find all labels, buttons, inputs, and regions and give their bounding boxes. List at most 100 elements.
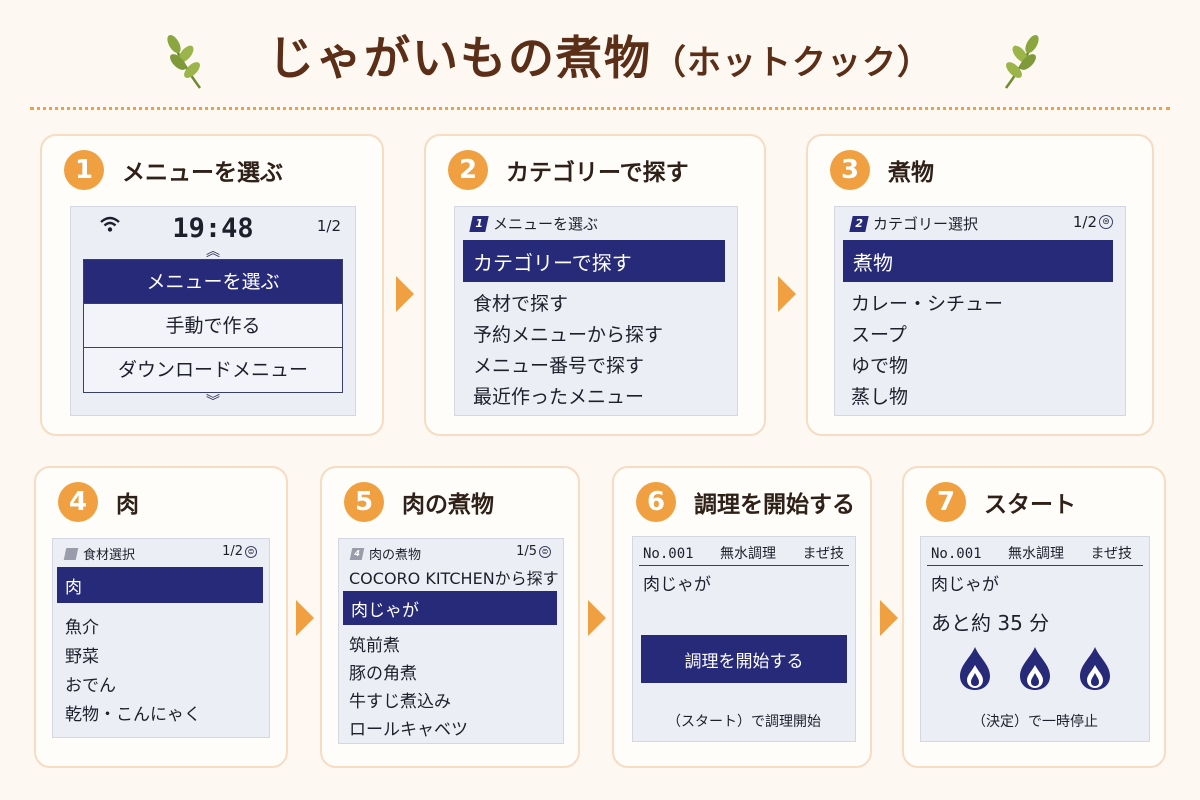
- step-card-6: 6 調理を開始する No.001 無水調理 まぜ技 肉じゃが 調理を開始する （…: [612, 466, 872, 768]
- page-title: じゃがいもの煮物（ホットクック）: [268, 18, 932, 103]
- breadcrumb: 食材選択: [63, 544, 136, 563]
- list-item[interactable]: 牛すじ煮込み: [349, 692, 451, 712]
- recipe-info: No.001 無水調理 まぜ技: [643, 543, 844, 563]
- next-arrow-icon: [396, 276, 414, 312]
- menu-item-select-menu[interactable]: メニューを選ぶ: [84, 260, 342, 304]
- step-title: 煮物: [888, 160, 934, 186]
- step-title: メニューを選ぶ: [122, 160, 283, 186]
- list-item[interactable]: 乾物・こんにゃく: [65, 705, 201, 725]
- breadcrumb: 2 カテゴリー選択: [849, 213, 979, 234]
- step-card-4: 4 肉 食材選択 1/2 ⊜ 肉 魚介 野菜 おでん 乾物・こんにゃく: [34, 466, 288, 768]
- header: じゃがいもの煮物（ホットクック）: [0, 18, 1200, 98]
- list-item[interactable]: ロールキャベツ: [349, 720, 468, 740]
- stir-mode: まぜ技: [1090, 546, 1133, 562]
- list-item[interactable]: ゆで物: [851, 355, 909, 377]
- step-number: 5: [344, 482, 384, 522]
- step-number: 6: [636, 482, 676, 522]
- menu-item-manual[interactable]: 手動で作る: [84, 304, 342, 348]
- step-number: 2: [448, 150, 488, 190]
- header-divider: [30, 107, 1170, 110]
- page-indicator: 1/2 ⊜: [1073, 213, 1113, 231]
- recipe-number: No.001: [931, 546, 982, 562]
- list-item[interactable]: 豚の角煮: [349, 664, 417, 684]
- step-card-3: 3 煮物 2 カテゴリー選択 1/2 ⊜ 煮物 カレー・シチュー スープ ゆで物…: [806, 134, 1154, 436]
- step-tag: 1: [469, 215, 489, 232]
- page-indicator: 1/5 ⊜: [516, 544, 551, 559]
- start-cooking-button[interactable]: 調理を開始する: [641, 635, 847, 683]
- step-title: カテゴリーで探す: [506, 160, 689, 186]
- wifi-icon: [100, 216, 120, 232]
- list-item[interactable]: 魚介: [65, 618, 99, 638]
- device-screen: No.001 無水調理 まぜ技 肉じゃが あと約 35 分 （決定: [920, 536, 1150, 742]
- list-item[interactable]: 筑前煮: [349, 636, 400, 656]
- device-screen: 2 カテゴリー選択 1/2 ⊜ 煮物 カレー・シチュー スープ ゆで物 蒸し物: [834, 206, 1126, 416]
- page-scroll-icon: ⊜: [1099, 215, 1113, 229]
- step-tag: 4: [349, 547, 365, 560]
- list-item[interactable]: 予約メニューから探す: [473, 324, 664, 346]
- stir-mode: まぜ技: [802, 546, 845, 562]
- step-title: スタート: [984, 492, 1076, 518]
- step-title: 肉: [116, 492, 139, 518]
- remaining-time: あと約 35 分: [931, 611, 1050, 635]
- list-item[interactable]: 蒸し物: [851, 386, 909, 408]
- step-card-7: 7 スタート No.001 無水調理 まぜ技 肉じゃが あと約 35 分: [902, 466, 1166, 768]
- list-item[interactable]: 最近作ったメニュー: [473, 386, 645, 408]
- cooking-mode: 無水調理: [720, 546, 777, 562]
- selected-item[interactable]: 煮物: [843, 240, 1113, 282]
- page-number: 1/2: [222, 544, 243, 559]
- selected-item[interactable]: 肉じゃが: [343, 591, 557, 625]
- dish-name: 肉じゃが: [931, 575, 999, 595]
- leaf-icon: [1004, 34, 1039, 89]
- selected-item[interactable]: カテゴリーで探す: [463, 240, 725, 282]
- list-item-cocoro[interactable]: COCORO KITCHENから探す: [349, 569, 559, 588]
- page-indicator: 1/2 ⊜: [222, 544, 257, 559]
- flame-icon: [1020, 647, 1050, 690]
- device-screen: 19:48 1/2 ︽ メニューを選ぶ 手動で作る ダウンロードメニュー ︾: [70, 206, 356, 416]
- dish-name: 肉じゃが: [643, 575, 711, 595]
- step-card-1: 1 メニューを選ぶ 19:48 1/2 ︽ メニューを選ぶ 手動で作る ダウンロ…: [40, 134, 384, 436]
- breadcrumb: 1 メニューを選ぶ: [469, 213, 599, 234]
- title-sub: （ホットクック）: [652, 43, 932, 83]
- next-arrow-icon: [778, 276, 796, 312]
- step-number: 4: [58, 482, 98, 522]
- next-arrow-icon: [880, 600, 898, 636]
- hint-text: （スタート）で調理開始: [667, 714, 821, 730]
- step-tag: [63, 547, 79, 560]
- heat-level: [921, 645, 1149, 691]
- breadcrumb-label: 食材選択: [83, 548, 136, 563]
- menu-item-download[interactable]: ダウンロードメニュー: [117, 359, 308, 381]
- cooking-mode: 無水調理: [1008, 546, 1065, 562]
- leaf-icon: [167, 34, 202, 89]
- list-item[interactable]: 食材で探す: [473, 293, 569, 315]
- list-item[interactable]: カレー・シチュー: [851, 293, 1004, 315]
- next-arrow-icon: [296, 600, 314, 636]
- menu-list: メニューを選ぶ 手動で作る ダウンロードメニュー: [83, 259, 343, 393]
- scroll-up-icon[interactable]: ︽: [206, 244, 220, 260]
- step-card-2: 2 カテゴリーで探す 1 メニューを選ぶ カテゴリーで探す 食材で探す 予約メニ…: [424, 134, 766, 436]
- list-item[interactable]: メニュー番号で探す: [473, 355, 645, 377]
- list-item[interactable]: スープ: [851, 324, 907, 346]
- hint-text: （決定）で一時停止: [972, 714, 1098, 730]
- device-screen: 食材選択 1/2 ⊜ 肉 魚介 野菜 おでん 乾物・こんにゃく: [52, 538, 270, 738]
- clock: 19:48: [172, 213, 254, 244]
- selected-item[interactable]: 肉: [57, 567, 263, 603]
- flame-icon: [1080, 647, 1110, 690]
- next-arrow-icon: [588, 600, 606, 636]
- step-number: 1: [64, 150, 104, 190]
- page-indicator: 1/2: [316, 217, 341, 235]
- list-item[interactable]: 野菜: [65, 647, 99, 667]
- step-number: 7: [926, 482, 966, 522]
- scroll-down-icon[interactable]: ︾: [206, 394, 220, 410]
- page-number: 1/5: [516, 544, 537, 559]
- recipe-number: No.001: [643, 546, 694, 562]
- breadcrumb-label: メニューを選ぶ: [493, 215, 599, 233]
- device-screen: 1 メニューを選ぶ カテゴリーで探す 食材で探す 予約メニューから探す メニュー…: [454, 206, 738, 416]
- list-item[interactable]: おでん: [65, 676, 116, 696]
- divider: [927, 565, 1143, 566]
- recipe-info: No.001 無水調理 まぜ技: [931, 543, 1132, 563]
- device-screen: 4 肉の煮物 1/5 ⊜ COCORO KITCHENから探す 肉じゃが 筑前煮…: [338, 538, 564, 744]
- step-number: 3: [830, 150, 870, 190]
- breadcrumb-label: カテゴリー選択: [873, 215, 979, 233]
- step-title: 調理を開始する: [694, 492, 855, 518]
- page-scroll-icon: ⊜: [539, 545, 551, 558]
